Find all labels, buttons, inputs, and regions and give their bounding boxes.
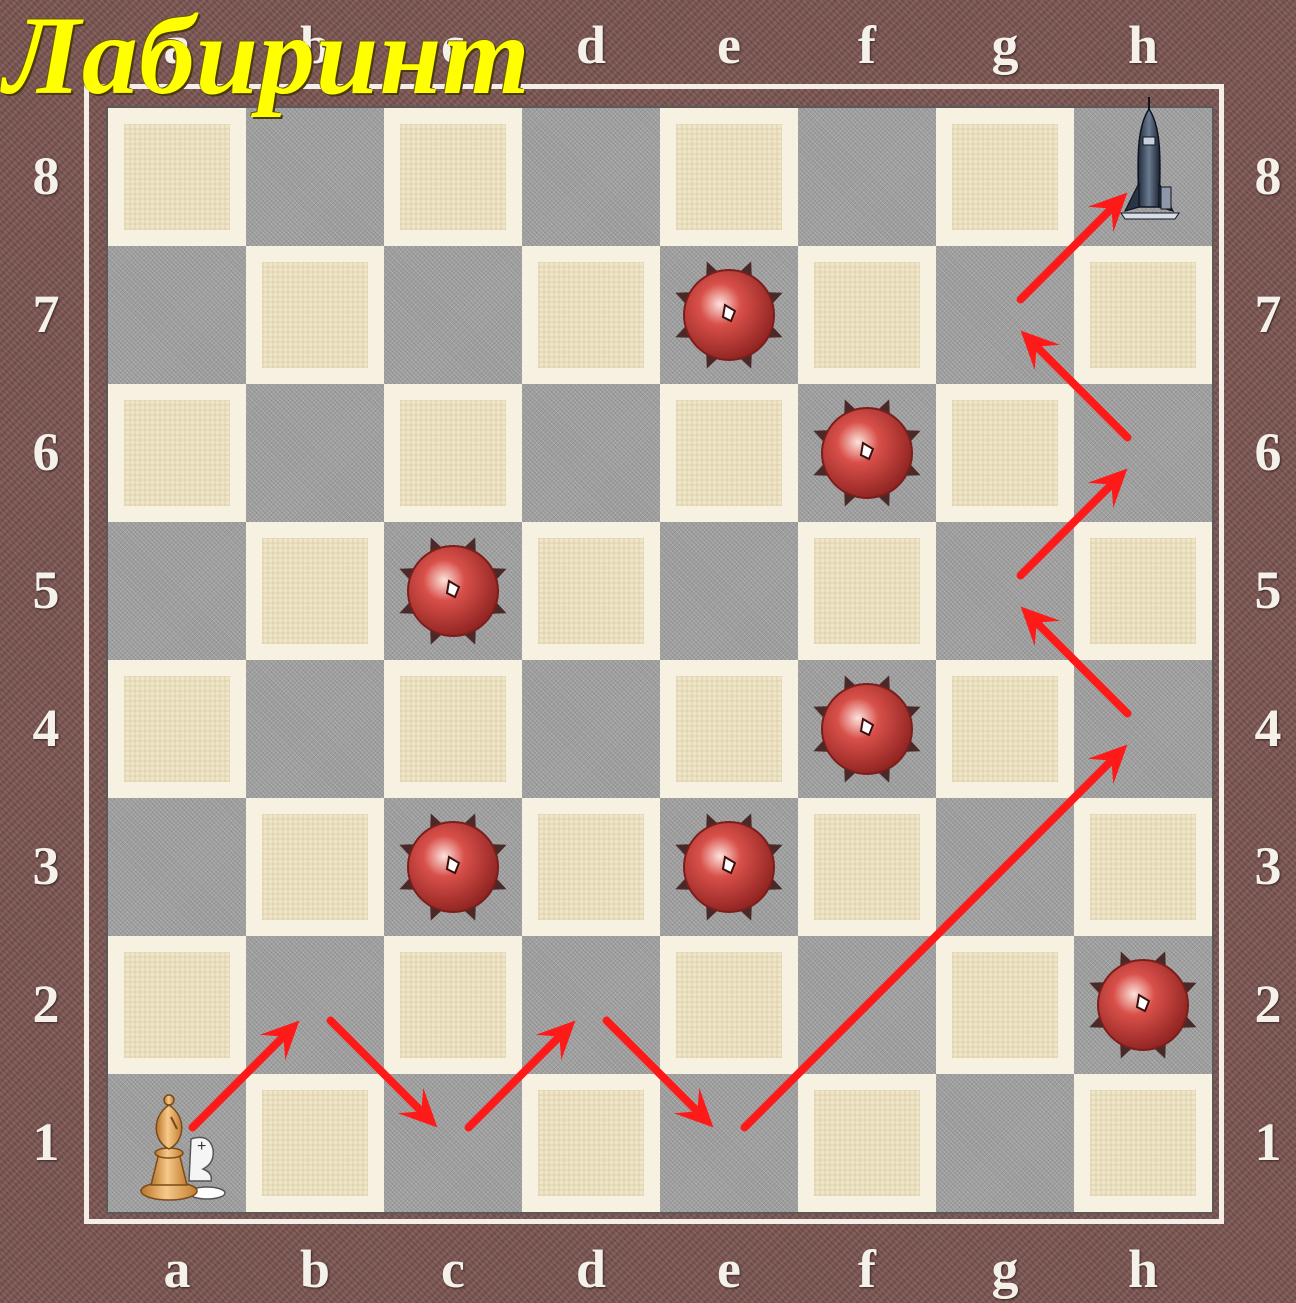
path-arrow — [193, 1021, 300, 1128]
rocket-icon — [1121, 97, 1179, 219]
path-arrow — [1021, 607, 1128, 714]
mine-icon — [813, 399, 920, 506]
mine-icon — [675, 813, 782, 920]
path-arrow — [607, 1021, 714, 1128]
mine-icon — [399, 537, 506, 644]
path-arrow — [331, 1021, 438, 1128]
path-arrow — [1021, 469, 1128, 576]
path-arrow — [745, 745, 1128, 1128]
svg-text:+: + — [197, 1138, 206, 1155]
mine-icon — [813, 675, 920, 782]
path-arrow — [1021, 193, 1128, 300]
path-arrow — [1021, 331, 1128, 438]
path-arrow — [469, 1021, 576, 1128]
mine-icon — [1089, 951, 1196, 1058]
page-title: Лабиринт — [4, 0, 531, 112]
mine-icon — [675, 261, 782, 368]
mine-icon — [399, 813, 506, 920]
